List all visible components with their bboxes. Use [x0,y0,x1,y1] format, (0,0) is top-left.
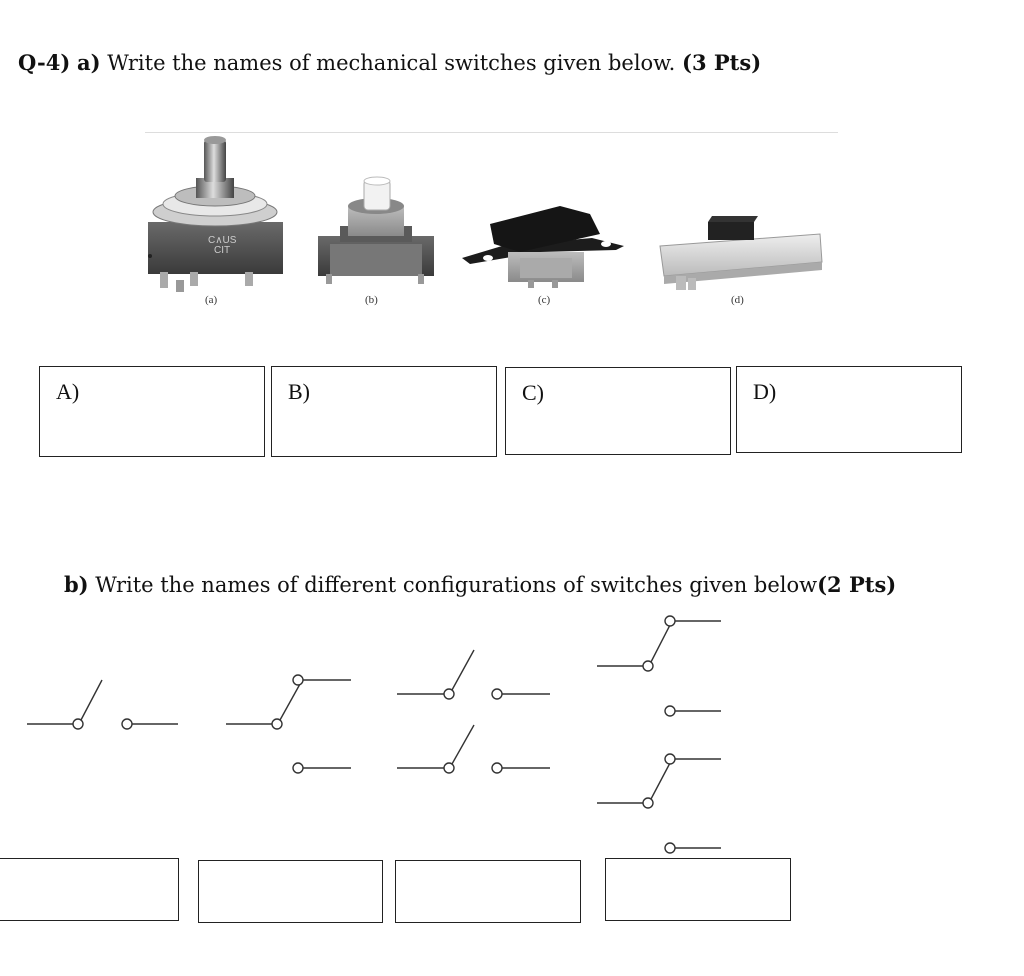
answer-box-b1[interactable] [0,858,179,921]
switch-a-stamp: C∧US CIT [208,235,237,256]
answer-box-b[interactable]: B) [271,366,497,457]
answer-box-label: A) [56,379,80,404]
answer-box-b2[interactable] [198,860,383,923]
switch-label-a: (a) [205,294,218,306]
answer-box-b4[interactable] [605,858,791,921]
question-b-title: b) Write the names of different configur… [64,572,896,597]
part-a-text: Write the names of mechanical switches g… [100,51,683,75]
part-b-marker: b) [64,572,89,597]
question-a-title: Q-4) a) Write the names of mechanical sw… [18,50,761,75]
part-a-points: (3 Pts) [682,50,762,75]
switch-label-b: (b) [365,294,378,306]
dpdt-diagram [597,615,721,854]
part-b-points: (2 Pts) [817,572,897,597]
answer-box-label: B) [288,379,310,404]
spst-diagram [27,679,178,730]
answer-box-c[interactable]: C) [505,367,731,455]
answer-box-b3[interactable] [395,860,581,923]
question-number: Q-4) [18,50,71,75]
spdt-diagram [226,674,351,774]
answer-box-label: D) [753,379,777,404]
answer-box-d[interactable]: D) [736,366,962,453]
switch-label-c: (c) [538,294,551,306]
image-divider [145,132,838,133]
part-b-text: Write the names of different configurati… [88,573,818,597]
part-a-marker: a) [77,50,101,75]
dpst-diagram [397,649,550,774]
answer-box-a[interactable]: A) [39,366,265,457]
answer-box-label: C) [522,380,544,405]
switch-label-d: (d) [731,294,744,306]
